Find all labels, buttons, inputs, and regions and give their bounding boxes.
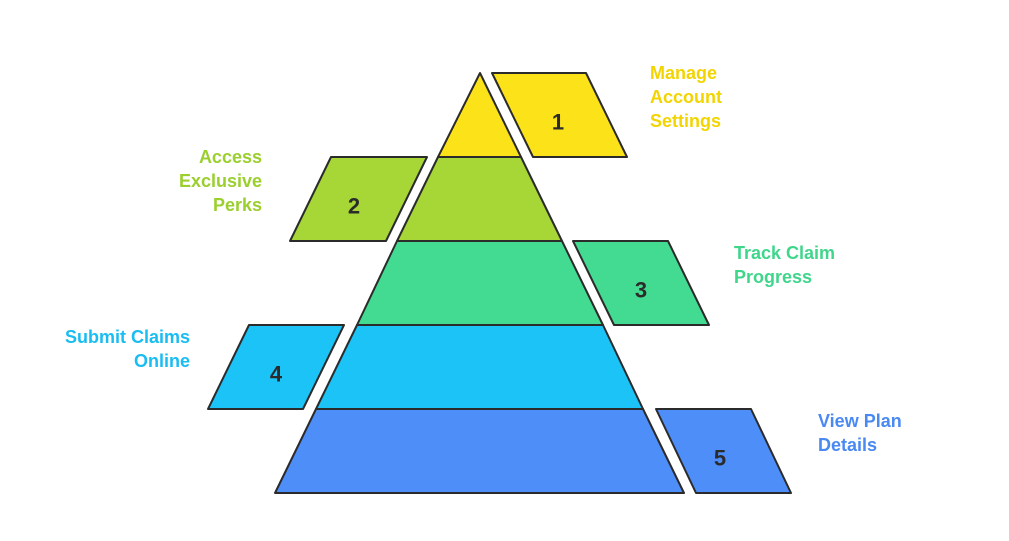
- level-5-label: View Plan Details: [818, 411, 902, 455]
- number-box-4: [207, 324, 345, 410]
- level-1-label: Manage Account Settings: [650, 63, 722, 131]
- level-2-label: Access Exclusive Perks: [178, 147, 262, 215]
- pyramid-layer-3: [356, 240, 604, 326]
- level-3-label: Track Claim Progress: [734, 243, 836, 287]
- number-5: 5: [714, 446, 726, 471]
- pyramid-layer-4: [315, 324, 644, 410]
- number-box-3: [572, 240, 710, 326]
- number-2: 2: [348, 194, 360, 219]
- number-3: 3: [635, 278, 647, 303]
- number-box-1: [491, 72, 628, 158]
- number-box-5: [655, 408, 792, 494]
- number-4: 4: [270, 362, 283, 387]
- number-1: 1: [552, 110, 564, 135]
- level-4-label: Submit Claims Online: [64, 327, 190, 371]
- number-box-2: [289, 156, 428, 242]
- pyramid-layer-5: [274, 408, 685, 494]
